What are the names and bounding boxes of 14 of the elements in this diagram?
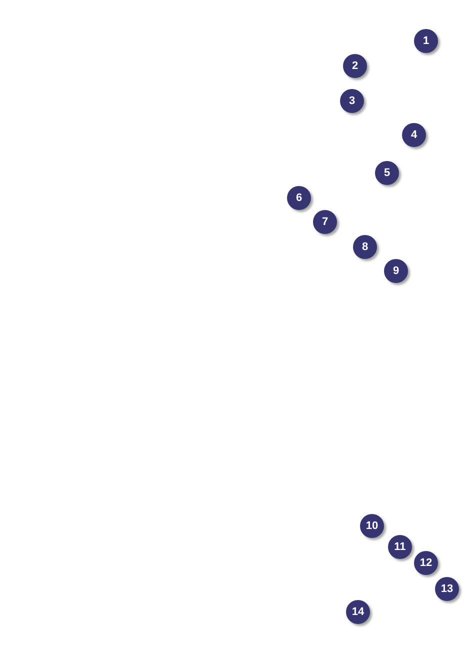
callout-number: 11 [388,535,412,559]
callout-number: 5 [375,161,399,185]
callout-number: 8 [353,235,377,259]
callout-number: 4 [402,123,426,147]
callout-number: 7 [313,210,337,234]
callout-number: 10 [360,514,384,538]
callout-number: 12 [414,551,438,575]
callout-number: 9 [384,259,408,283]
callout-number: 14 [346,600,370,624]
callout-number: 6 [287,186,311,210]
callout-number: 13 [435,577,459,601]
callout-number: 1 [414,29,438,53]
callout-number: 3 [340,89,364,113]
callout-number: 2 [343,54,367,78]
